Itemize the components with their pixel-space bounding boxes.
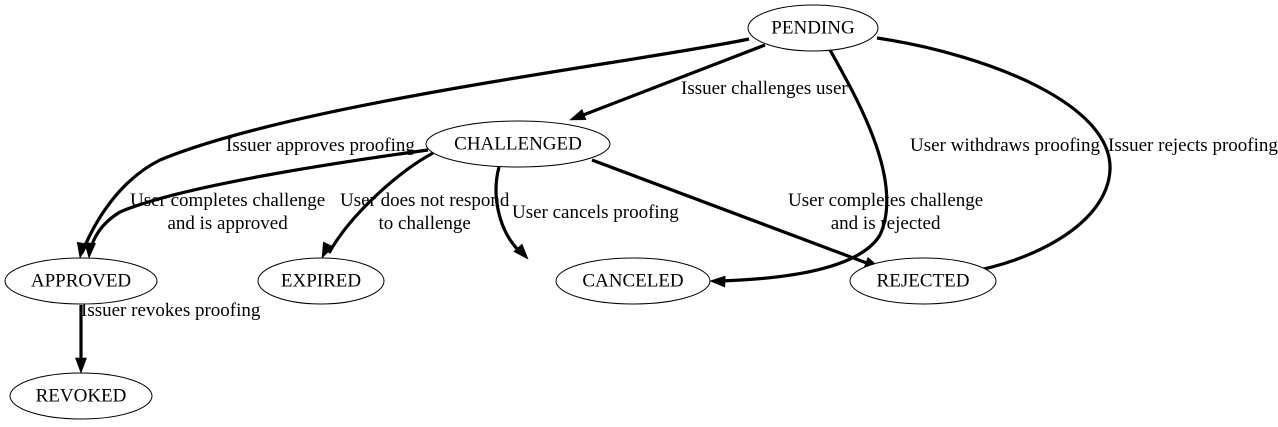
- node-canceled[interactable]: CANCELED: [555, 257, 711, 305]
- edge-pending-canceled: [709, 49, 889, 288]
- edge-arrowhead-challenged-expired: [321, 241, 334, 259]
- edge-challenged-approved: [84, 148, 429, 259]
- edge-arrowhead-challenged-approved: [84, 242, 96, 259]
- node-shape-challenged[interactable]: [425, 120, 611, 168]
- edge-path-pending-approved: [80, 37, 750, 254]
- edge-arrowhead-approved-revoked: [75, 357, 87, 374]
- edge-label-pending-canceled: User withdraws proofing: [910, 135, 1100, 156]
- edge-challenged-expired: [321, 151, 434, 259]
- edge-arrowhead-challenged-canceled: [513, 243, 529, 260]
- edge-label-pending-rejected: Issuer rejects proofing: [1108, 135, 1278, 156]
- edge-path-pending-challenged: [577, 43, 766, 119]
- node-expired[interactable]: EXPIRED: [257, 257, 385, 305]
- edge-label-approved-revoked: Issuer revokes proofing: [81, 300, 261, 321]
- edge-approved-revoked: [75, 305, 87, 374]
- edge-arrowhead-pending-challenged: [569, 108, 587, 121]
- node-shape-pending[interactable]: [747, 4, 879, 52]
- edge-path-pending-canceled: [716, 49, 889, 283]
- node-shape-approved[interactable]: [4, 257, 158, 305]
- node-pending[interactable]: PENDING: [747, 4, 879, 52]
- node-label-approved: APPROVED: [31, 270, 131, 291]
- node-label-revoked: REVOKED: [36, 385, 127, 406]
- node-shape-expired[interactable]: [257, 257, 385, 305]
- edge-label-challenged-canceled: User cancels proofing: [512, 202, 679, 223]
- edge-path-pending-rejected: [876, 36, 1112, 274]
- node-label-pending: PENDING: [771, 17, 855, 38]
- edge-pending-rejected: [876, 36, 1112, 282]
- edge-path-challenged-rejected: [591, 158, 873, 267]
- edge-path-challenged-expired: [327, 151, 434, 254]
- edge-labels-layer: Issuer approves proofing Issuer challenge…: [81, 78, 1278, 321]
- edge-label-pending-approved: Issuer approves proofing: [226, 135, 415, 156]
- node-shape-rejected[interactable]: [849, 257, 997, 305]
- node-label-rejected: REJECTED: [877, 270, 970, 291]
- edge-arrowhead-pending-canceled: [709, 275, 726, 288]
- edge-path-challenged-approved: [88, 148, 429, 254]
- edge-pending-challenged: [569, 43, 766, 121]
- nodes-layer: PENDING CHALLENGED APPROVED EXPIRED CANCELED…: [4, 4, 997, 420]
- node-approved[interactable]: APPROVED: [4, 257, 158, 305]
- edge-challenged-canceled: [494, 166, 529, 260]
- node-label-expired: EXPIRED: [281, 270, 361, 291]
- node-shape-canceled[interactable]: [555, 257, 711, 305]
- node-label-challenged: CHALLENGED: [454, 133, 582, 154]
- edge-label-pending-challenged: Issuer challenges user: [681, 78, 848, 99]
- node-rejected[interactable]: REJECTED: [849, 257, 997, 305]
- node-shape-revoked[interactable]: [9, 372, 153, 420]
- node-challenged[interactable]: CHALLENGED: [425, 120, 611, 168]
- node-label-canceled: CANCELED: [582, 270, 683, 291]
- edge-path-challenged-canceled: [494, 166, 523, 255]
- node-revoked[interactable]: REVOKED: [9, 372, 153, 420]
